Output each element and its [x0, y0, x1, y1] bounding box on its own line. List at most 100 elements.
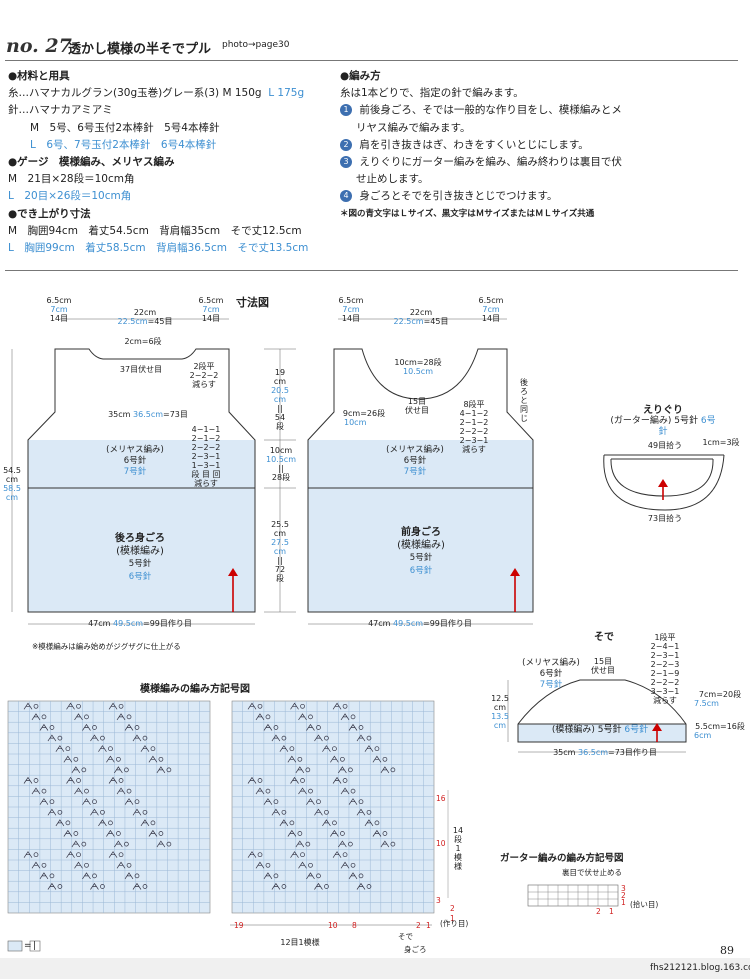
chart-symbol — [322, 745, 331, 752]
yarn-over-symbol — [118, 852, 124, 858]
chart-symbol — [295, 766, 305, 774]
chart-row-2: 2 — [450, 904, 455, 913]
chart-symbol — [63, 829, 73, 837]
yarn-over-symbol — [316, 873, 321, 879]
chart-symbol — [39, 723, 49, 731]
yarn-over-symbol — [374, 746, 380, 752]
chart-symbol — [338, 840, 347, 848]
chart-symbol — [338, 766, 347, 774]
yarn-over-symbol — [281, 809, 287, 815]
yarn-over-symbol — [142, 884, 148, 889]
chart-symbol — [356, 882, 366, 890]
yarn-over-symbol — [33, 852, 39, 858]
yarn-over-symbol — [300, 703, 305, 709]
yarn-over-symbol — [33, 703, 39, 709]
yarn-over-symbol — [124, 841, 129, 847]
chart-body-start: 身ごろ — [404, 945, 427, 954]
chart-symbol — [348, 798, 358, 805]
chart-symbol — [322, 819, 331, 827]
chart-symbol — [31, 787, 41, 795]
chart-cast-on: (作り目) — [440, 919, 469, 928]
chart-row-1: 1 — [450, 914, 455, 923]
chart-symbol — [247, 702, 257, 710]
sleeve-bottom-width: 35cm 36.5cm=73目作り目 — [553, 748, 657, 757]
yarn-over-symbol — [390, 841, 396, 847]
yarn-over-symbol — [57, 809, 63, 815]
chart-symbol — [380, 766, 390, 774]
yarn-over-symbol — [257, 703, 263, 709]
finished-l: L 胸囲99cm 着丈58.5cm 背肩幅36.5cm そで丈13.5cm — [8, 242, 309, 255]
chart-symbol — [290, 702, 299, 710]
sleeve-top-bind: 15目伏せ目 — [591, 657, 615, 675]
chart-symbol — [108, 776, 118, 784]
collar-outer — [603, 454, 725, 511]
chart-symbol — [74, 787, 83, 795]
yarn-over-symbol — [92, 725, 97, 730]
back-bottom-width: 47cm 49.5cm=99目作り目 — [88, 619, 192, 628]
yarn-over-symbol — [142, 809, 148, 815]
yarn-over-symbol — [158, 756, 164, 762]
yarn-over-symbol — [150, 820, 156, 826]
yarn-over-symbol — [289, 746, 295, 752]
yarn-over-symbol — [76, 703, 81, 709]
chart-symbol — [66, 702, 75, 710]
yarn-over-symbol — [308, 788, 313, 794]
yarn-over-symbol — [92, 799, 97, 805]
yarn-over-symbol — [340, 756, 345, 762]
garter-picked: (拾い目) — [630, 900, 659, 909]
chart-symbol — [298, 861, 307, 869]
yarn-over-symbol — [257, 852, 263, 858]
chart-symbol — [364, 745, 374, 752]
front-neck-depth: 10cm=28段 10.5cm — [394, 358, 442, 376]
yarn-over-symbol — [316, 799, 321, 805]
chart-row-16: 16 — [436, 794, 446, 803]
yarn-over-symbol — [289, 820, 295, 826]
yarn-over-symbol — [100, 735, 105, 741]
header-divider — [5, 60, 738, 61]
chart-symbol — [108, 851, 118, 858]
chart-symbol — [71, 766, 81, 774]
chart-symbol — [132, 734, 142, 742]
chart-symbol — [90, 808, 99, 816]
chart-symbol — [255, 861, 265, 869]
method-heading: ●編み方 — [340, 70, 381, 82]
chart-symbol — [66, 776, 75, 784]
zigzag-note: ※模様編みは編み始めがジグザグに仕上がる — [32, 642, 181, 651]
chart-symbol — [279, 819, 289, 827]
chart-symbol — [90, 882, 99, 890]
legend-symbol: | — [33, 941, 37, 951]
legend-equals: = — [24, 941, 32, 951]
same-as-back: 後ろと同じ — [520, 378, 528, 423]
yarn-over-symbol — [49, 799, 55, 805]
finished-heading: ●でき上がり寸法 — [8, 207, 91, 220]
yarn-over-symbol — [166, 767, 172, 773]
yarn-over-symbol — [305, 767, 311, 773]
collar-inner — [610, 458, 714, 497]
chart-symbol — [332, 702, 342, 710]
chart-symbol — [82, 798, 91, 805]
yarn-over-symbol — [118, 778, 124, 783]
yarn-over-symbol — [265, 862, 271, 868]
chart-symbol — [332, 851, 342, 858]
yarn-over-symbol — [265, 788, 271, 794]
yarn-over-symbol — [126, 714, 132, 720]
chart-symbol — [106, 829, 115, 837]
chart-symbol — [290, 851, 299, 858]
back-bind-off: 37目伏せ目 — [119, 365, 163, 374]
chart-symbol — [90, 734, 99, 742]
yarn-over-symbol — [281, 735, 287, 741]
yarn-over-symbol — [265, 714, 271, 720]
chart-symbol — [108, 702, 118, 710]
materials-section: ●材料と用具 糸…ハマナカルグラン(30g玉巻)グレー系(3) M 150g L… — [8, 68, 338, 257]
chart-symbol — [263, 723, 273, 731]
chart-symbol — [23, 851, 33, 858]
front-body-outline — [307, 348, 534, 613]
